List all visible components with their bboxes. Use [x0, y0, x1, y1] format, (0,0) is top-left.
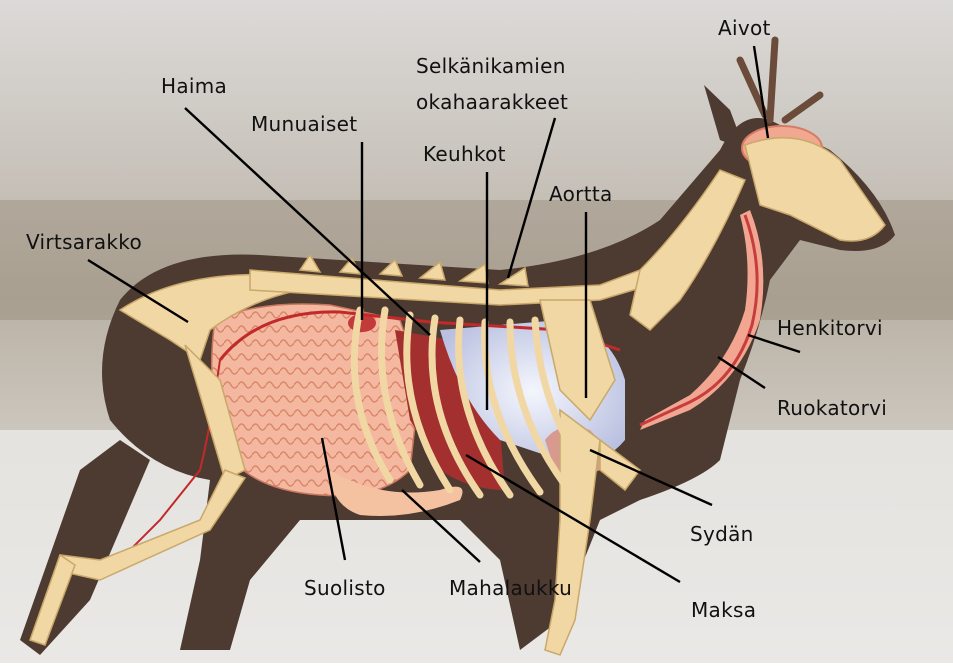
label-aivot: Aivot [718, 16, 771, 40]
label-virtsarakko: Virtsarakko [26, 230, 142, 254]
label-henkitorvi: Henkitorvi [777, 316, 883, 340]
label-sydan: Sydän [690, 522, 754, 546]
label-haima: Haima [161, 74, 227, 98]
label-suolisto: Suolisto [304, 576, 386, 600]
label-keuhkot: Keuhkot [423, 142, 506, 166]
label-aortta: Aortta [549, 182, 613, 206]
label-selkanikamien-line1: Selkänikamien [416, 54, 566, 78]
label-munuaiset: Munuaiset [251, 112, 357, 136]
label-mahalaukku: Mahalaukku [449, 576, 572, 600]
label-maksa: Maksa [691, 598, 756, 622]
label-selkanikamien-line2: okahaarakkeet [416, 90, 568, 114]
label-ruokatorvi: Ruokatorvi [777, 396, 887, 420]
